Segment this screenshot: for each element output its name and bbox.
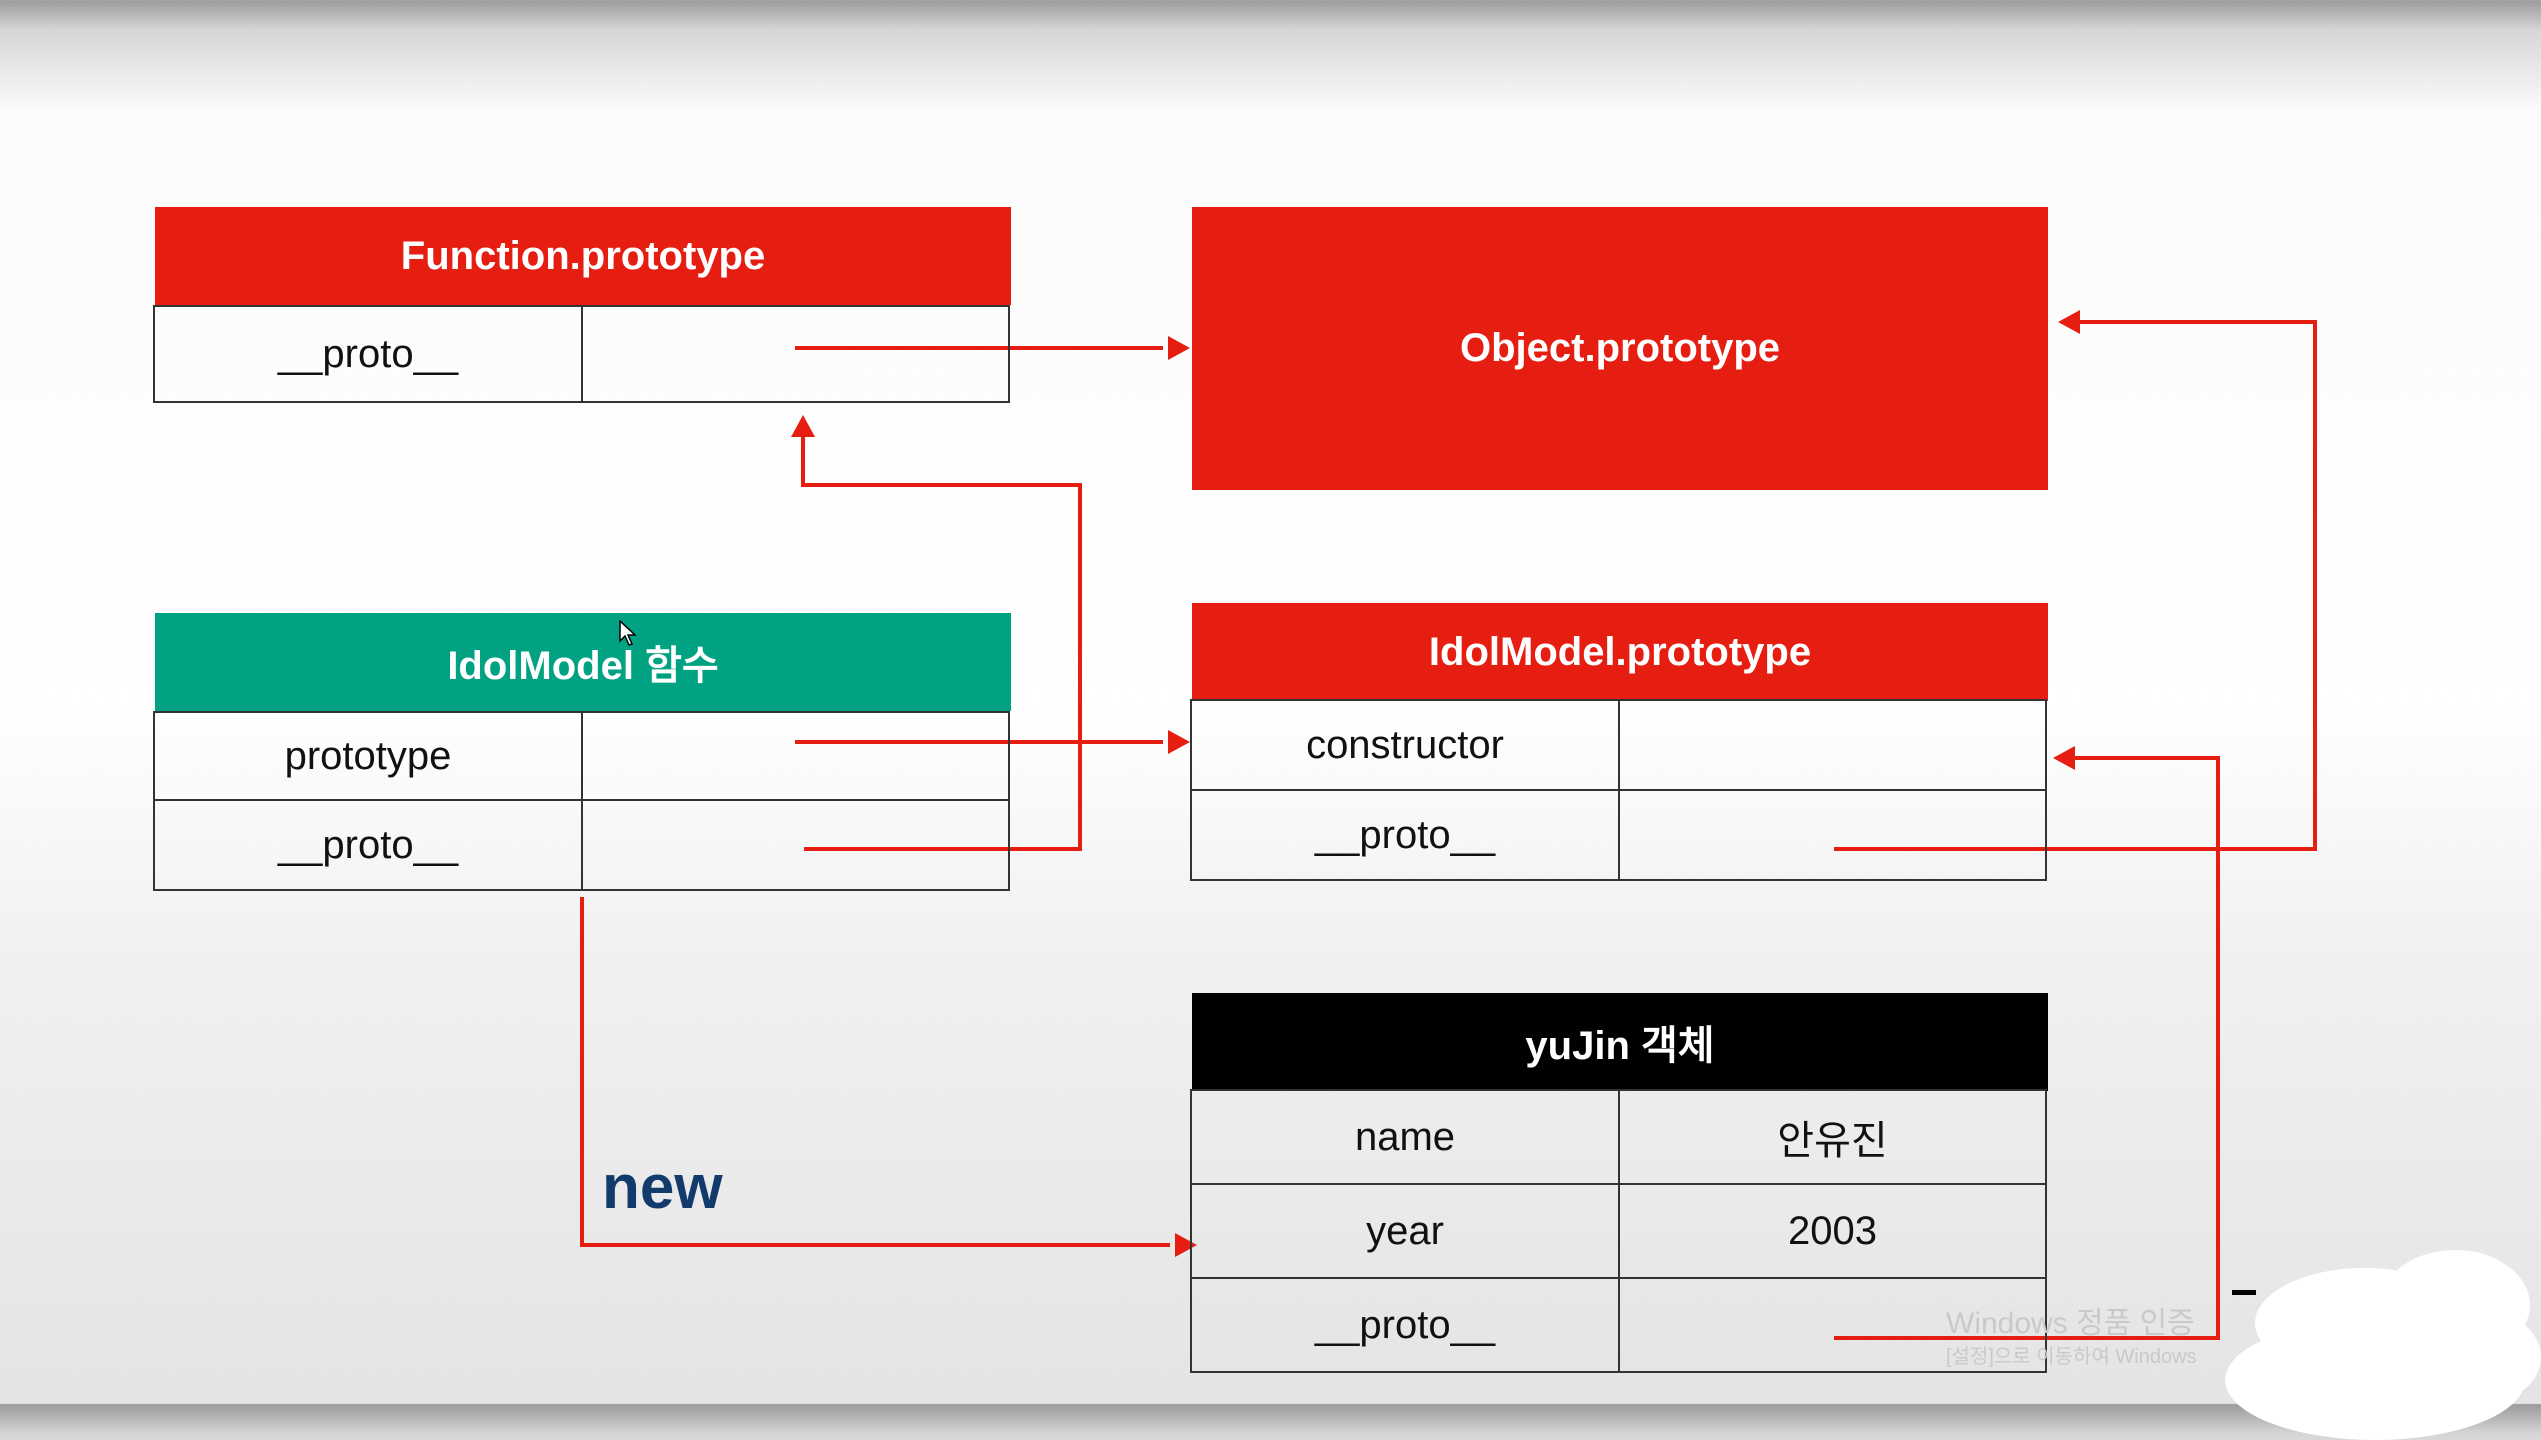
arrowhead-idolproto-constructor xyxy=(1168,730,1190,754)
idolproto-constructor-key: constructor xyxy=(1190,699,1620,791)
idolmodel-proto-value xyxy=(581,799,1010,891)
arrow-yujin-proto-to-idolproto xyxy=(1834,756,2220,1340)
idolmodel-prototype-header: IdolModel.prototype xyxy=(1192,603,2048,701)
yujin-year-value: 2003 xyxy=(1618,1183,2047,1279)
idolproto-proto-key: __proto__ xyxy=(1190,789,1620,881)
idolmodel-prototype-key: prototype xyxy=(153,711,583,801)
idolmodel-function-header: IdolModel 함수 xyxy=(155,613,1011,711)
idolproto-constructor-value xyxy=(1618,699,2047,791)
windows-watermark-line1: Windows 정품 인증 xyxy=(1946,1307,2195,1340)
object-prototype-box: Object.prototype xyxy=(1192,207,2048,490)
yujin-object-header: yuJin 객체 xyxy=(1192,993,2048,1091)
arrow-idolproto-proto-to-object xyxy=(1834,320,2317,851)
yujin-proto-key: __proto__ xyxy=(1190,1277,1620,1373)
function-prototype-proto-value xyxy=(581,305,1010,403)
redaction-dash xyxy=(2232,1290,2256,1295)
arrow-new xyxy=(580,897,1170,1247)
arrowhead-idolproto-right xyxy=(2053,746,2075,770)
arrowhead-object-left xyxy=(1168,336,1190,360)
redaction-blob-4 xyxy=(2420,1310,2541,1404)
arrowhead-object-right xyxy=(2058,310,2080,334)
yujin-object-title: yuJin 객체 xyxy=(1525,1024,1715,1068)
idolproto-proto-value xyxy=(1618,789,2047,881)
mouse-cursor-icon xyxy=(619,620,637,646)
function-prototype-header: Function.prototype xyxy=(155,207,1011,305)
yujin-proto-value xyxy=(1618,1277,2047,1373)
idolmodel-prototype-title: IdolModel.prototype xyxy=(1428,629,1812,674)
idolmodel-prototype-value xyxy=(581,711,1010,801)
yujin-name-value: 안유진 xyxy=(1618,1089,2047,1185)
arrows-layer xyxy=(580,310,2317,1340)
arrowhead-function-up xyxy=(791,415,815,437)
yujin-name-key: name xyxy=(1190,1089,1620,1185)
idolmodel-function-title: IdolModel 함수 xyxy=(447,644,719,688)
object-prototype-title: Object.prototype xyxy=(1459,326,1781,370)
yujin-year-key: year xyxy=(1190,1183,1620,1279)
new-label: new xyxy=(602,1153,723,1222)
idolmodel-proto-key: __proto__ xyxy=(153,799,583,891)
function-prototype-proto-key: __proto__ xyxy=(153,305,583,403)
arrow-idolmodel-proto-to-function xyxy=(801,432,1082,851)
arrowhead-yujin xyxy=(1175,1233,1197,1257)
function-prototype-title: Function.prototype xyxy=(400,233,766,278)
windows-watermark-line2: [설정]으로 이동하여 Windows xyxy=(1946,1346,2197,1368)
